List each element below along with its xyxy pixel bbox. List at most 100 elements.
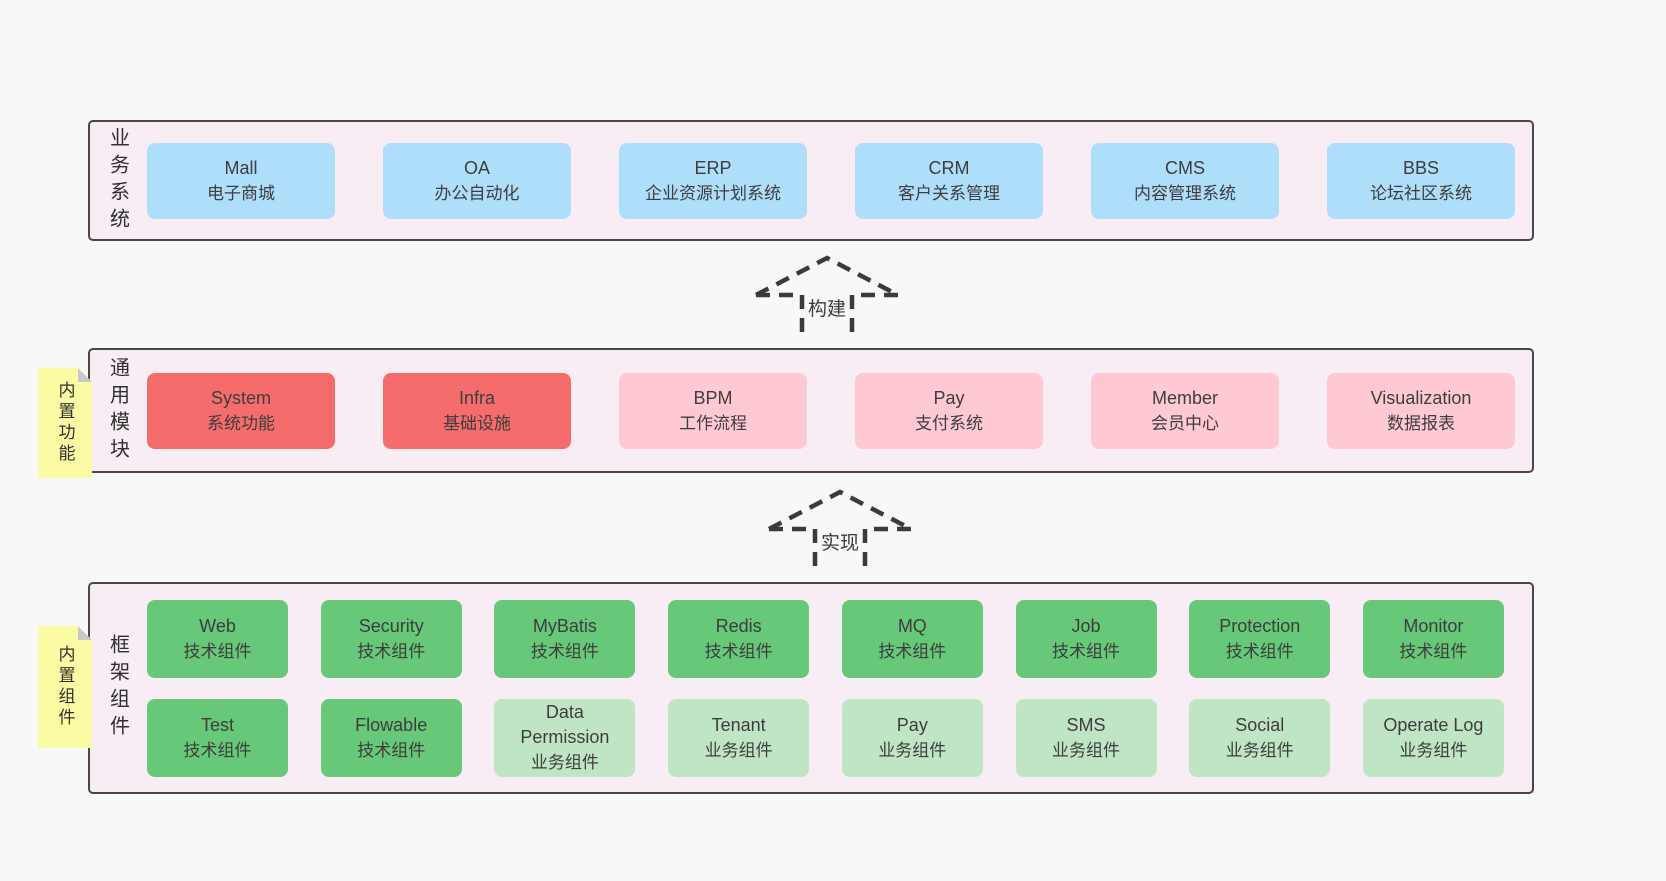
build-arrow-icon: 构建 [754,255,900,341]
module-name: ERP [694,157,732,178]
module-box-infra: Infra 基础设施 [383,372,571,449]
module-name: Flowable [355,714,428,735]
module-name: Redis [715,615,762,636]
module-box-mq: MQ 技术组件 [841,599,983,678]
layer-label-business-systems: 业务系统 [106,126,129,235]
module-desc: 业务组件 [1399,740,1468,760]
module-name: Test [200,714,234,735]
module-desc: 内容管理系统 [1134,183,1236,203]
module-desc: 技术组件 [357,641,426,661]
module-desc: 业务组件 [704,740,773,760]
sticky-note-built-in-features: 内置功能 [38,368,92,478]
module-box-sms: SMS 业务组件 [1015,698,1157,777]
module-box-flowable: Flowable 技术组件 [320,698,462,777]
module-desc: 业务组件 [878,740,947,760]
module-box-mybatis: MyBatis 技术组件 [494,599,636,678]
module-box-data-permission: Data Permission 业务组件 [494,698,636,777]
module-name: MyBatis [532,615,597,636]
module-desc: 业务组件 [530,753,599,772]
module-desc: 支付系统 [915,413,983,433]
module-box-tenant: Tenant 业务组件 [668,698,810,777]
module-desc: 技术组件 [1225,641,1294,661]
module-name: CMS [1165,157,1205,178]
module-box-pay: Pay 业务组件 [841,698,983,777]
sticky-note-label: 内置功能 [55,381,75,465]
layer-label-framework-components: 框架组件 [106,634,129,742]
module-name: Pay [933,387,965,408]
module-box-cms: CMS 内容管理系统 [1091,142,1279,219]
module-desc: 基础设施 [443,413,511,433]
module-desc: 企业资源计划系统 [645,183,781,203]
module-name: MQ [897,615,927,636]
module-name: Protection [1219,615,1301,636]
module-box-social: Social 业务组件 [1189,698,1331,777]
sticky-note-built-in-components: 内置组件 [38,626,92,748]
module-name: Infra [458,387,496,408]
module-name: Operate Log [1383,714,1484,735]
module-desc: 技术组件 [704,641,773,661]
module-name: Tenant [711,714,766,735]
module-desc: 业务组件 [1225,740,1294,760]
module-desc: 数据报表 [1387,413,1455,433]
module-box-erp: ERP 企业资源计划系统 [619,142,807,219]
module-desc: 电子商城 [207,183,275,203]
module-box-monitor: Monitor 技术组件 [1362,599,1504,678]
module-name: BBS [1402,157,1440,178]
module-name: Data Permission [520,702,610,747]
module-box-protection: Protection 技术组件 [1189,599,1331,678]
module-desc: 技术组件 [530,641,599,661]
implement-arrow-icon: 实现 [767,489,913,575]
module-name: CRM [928,157,970,178]
module-name: Visualization [1370,387,1472,408]
module-box-crm: CRM 客户关系管理 [855,142,1043,219]
implement-arrow-label: 实现 [821,532,859,554]
layer-label-common-modules: 通用模块 [106,356,129,465]
module-desc: 技术组件 [357,740,426,760]
module-desc: 技术组件 [878,641,947,661]
module-box-visualization: Visualization 数据报表 [1327,372,1515,449]
module-box-pay: Pay 支付系统 [855,372,1043,449]
module-box-bbs: BBS 论坛社区系统 [1327,142,1515,219]
module-desc: 论坛社区系统 [1370,183,1472,203]
module-desc: 办公自动化 [434,183,520,203]
module-name: Security [358,615,424,636]
module-desc: 工作流程 [679,413,747,433]
module-box-security: Security 技术组件 [320,599,462,678]
module-name: OA [463,157,490,178]
module-name: SMS [1066,714,1106,735]
module-name: Social [1235,714,1285,735]
module-desc: 技术组件 [183,641,252,661]
module-name: Job [1071,615,1101,636]
module-box-operate-log: Operate Log 业务组件 [1362,698,1504,777]
module-desc: 技术组件 [1052,641,1121,661]
module-desc: 会员中心 [1151,413,1219,433]
module-desc: 业务组件 [1052,740,1121,760]
module-desc: 技术组件 [1399,641,1468,661]
module-name: Monitor [1403,615,1464,636]
module-box-member: Member 会员中心 [1091,372,1279,449]
module-desc: 客户关系管理 [898,183,1000,203]
module-name: System [210,387,271,408]
module-name: Pay [896,714,928,735]
module-box-oa: OA 办公自动化 [383,142,571,219]
module-box-job: Job 技术组件 [1015,599,1157,678]
module-box-system: System 系统功能 [147,372,335,449]
build-arrow-label: 构建 [808,298,846,320]
module-name: Member [1151,387,1218,408]
module-desc: 系统功能 [207,413,275,433]
